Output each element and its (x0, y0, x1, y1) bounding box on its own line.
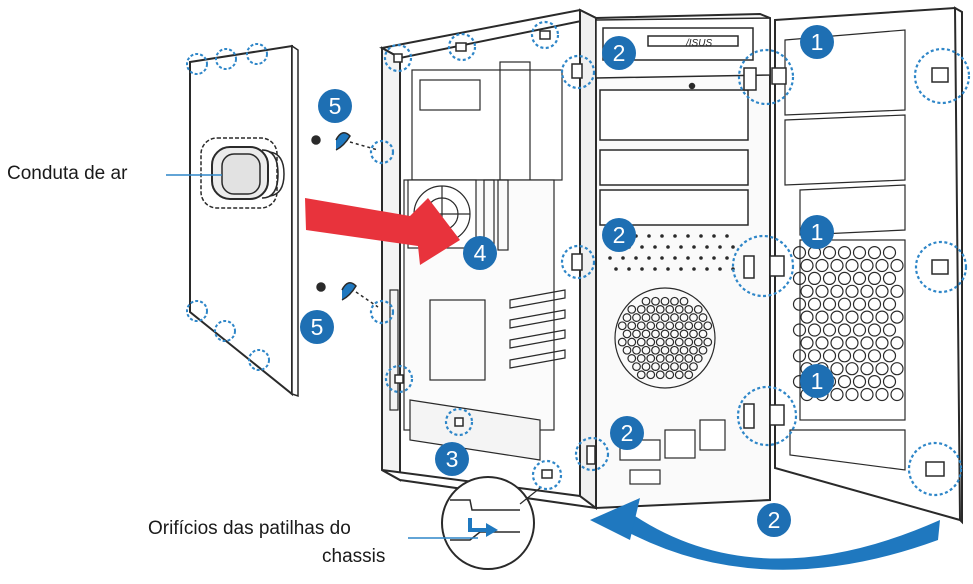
callout-3: 3 (435, 442, 469, 476)
callout-4: 4 (463, 236, 497, 270)
blue-curved-arrow (620, 514, 940, 570)
side-panel (189, 44, 299, 398)
callout-5-bottom: 5 (300, 310, 334, 344)
front-connectors (619, 419, 726, 485)
callout-1-bottom: 1 (800, 364, 834, 398)
panel-tab-circles (186, 43, 270, 371)
air-duct (200, 137, 285, 209)
blue-arrow-head (590, 498, 640, 540)
chassis-holes-label-line1: Orifícios das patilhas do (148, 518, 351, 539)
callout-5-top: 5 (318, 89, 352, 123)
chassis-interior (389, 61, 566, 461)
optical-drive (595, 17, 771, 226)
callout-2-lower: 2 (610, 416, 644, 450)
detail-inset (441, 476, 541, 570)
screw-top (311, 132, 379, 151)
clip-tabs (393, 30, 949, 479)
drive-brand: /ISUS (685, 38, 712, 49)
chassis-fan-grille (614, 287, 716, 389)
chassis-holes-label-line2: chassis (322, 546, 386, 567)
callout-1-middle: 1 (800, 215, 834, 249)
callout-2-drive: 2 (602, 36, 636, 70)
air-duct-label: Conduta de ar (7, 163, 128, 184)
callout-2-middle: 2 (602, 218, 636, 252)
callout-1-top: 1 (800, 25, 834, 59)
callout-2-arrow: 2 (757, 503, 791, 537)
clip-circles (369, 20, 971, 497)
screw-bottom (316, 282, 379, 308)
red-arrow (305, 198, 460, 265)
